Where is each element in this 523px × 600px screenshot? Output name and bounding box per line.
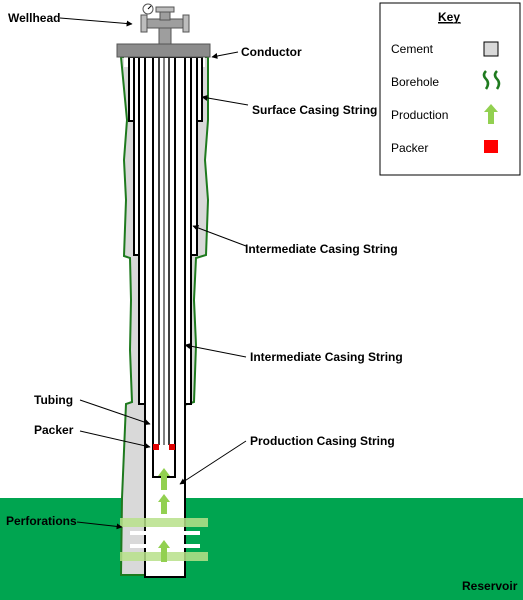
borehole-wave-icon: [482, 70, 501, 90]
conductor-plate: [116, 43, 211, 58]
label-intermediate-casing-1: Intermediate Casing String: [245, 242, 398, 256]
key-legend: Key Cement Borehole Production Packer: [379, 2, 521, 176]
key-item-cement-label: Cement: [391, 42, 434, 56]
label-perforations: Perforations: [6, 514, 77, 528]
leader-lines: [59, 17, 249, 530]
label-wellhead: Wellhead: [8, 11, 60, 25]
wellhead-icon: [140, 3, 190, 45]
label-production-casing: Production Casing String: [250, 434, 395, 448]
label-intermediate-casing-2: Intermediate Casing String: [250, 350, 403, 364]
cement-swatch-icon: [483, 41, 499, 57]
label-conductor: Conductor: [241, 45, 302, 59]
key-title: Key: [438, 10, 460, 24]
key-item-production-label: Production: [391, 108, 448, 122]
key-item-packer-label: Packer: [391, 141, 428, 155]
label-reservoir: Reservoir: [462, 579, 518, 593]
label-tubing: Tubing: [34, 393, 73, 407]
packer-right: [169, 444, 175, 450]
packer-swatch-icon: [484, 140, 498, 153]
label-packer: Packer: [34, 423, 74, 437]
production-flow-arrows: [158, 468, 170, 562]
packer-left: [153, 444, 159, 450]
label-surface-casing: Surface Casing String: [252, 103, 377, 117]
production-arrow-icon: [484, 104, 498, 124]
key-item-borehole-label: Borehole: [391, 75, 439, 89]
reservoir-zone: [0, 498, 523, 600]
